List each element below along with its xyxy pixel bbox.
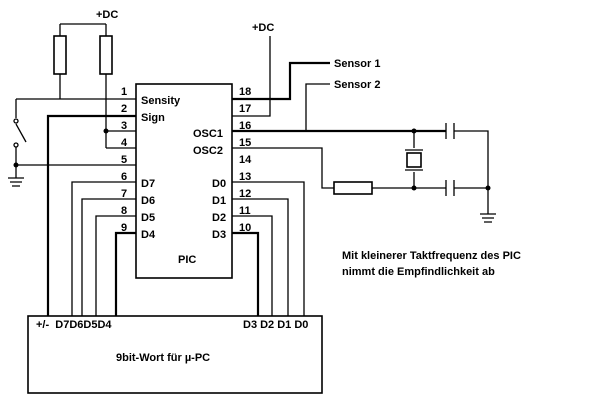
wire-pin12 <box>232 198 289 316</box>
label-osc2: OSC2 <box>193 145 223 157</box>
pin-num-13: 13 <box>239 171 251 183</box>
wire-cap-top-ground <box>454 130 489 214</box>
pin-num-9: 9 <box>121 222 127 234</box>
note-line-1: Mit kleinerer Taktfrequenz des PIC <box>342 250 521 262</box>
wire-osc2 <box>232 147 334 189</box>
switch-blade <box>15 123 27 143</box>
label-d4: D4 <box>141 229 156 241</box>
label-d5: D5 <box>141 212 155 224</box>
pic-chip <box>135 83 233 279</box>
wire-pin6 <box>71 181 136 316</box>
wire-pin7 <box>81 198 136 316</box>
wire-pin13 <box>232 181 305 316</box>
output-label: 9bit-Wort für µ-PC <box>116 352 210 364</box>
wire-pin9 <box>114 231 136 316</box>
label-osc1: OSC1 <box>193 128 223 140</box>
resistor-osc <box>333 181 373 195</box>
label-d7: D7 <box>141 178 155 190</box>
pin-num-16: 16 <box>239 120 251 132</box>
pin-num-15: 15 <box>239 137 251 149</box>
pin-num-4: 4 <box>121 137 128 149</box>
capacitor-top <box>445 123 455 139</box>
pin-num-6: 6 <box>121 171 127 183</box>
wire-pin17-supply <box>232 36 271 117</box>
label-sensity: Sensity <box>141 95 181 107</box>
switch-contact-bottom <box>13 142 19 148</box>
pin-num-18: 18 <box>239 86 251 98</box>
wire-pin11 <box>232 215 273 316</box>
sensor1-label: Sensor 1 <box>334 58 380 70</box>
wire-pin8 <box>95 215 136 316</box>
crystal-plates <box>405 149 423 171</box>
label-d2: D2 <box>212 212 226 224</box>
supply-label-right: +DC <box>252 22 274 34</box>
pin-num-3: 3 <box>121 120 127 132</box>
pin-num-8: 8 <box>121 205 127 217</box>
pin-num-1: 1 <box>121 86 127 98</box>
wire-pin10 <box>232 231 260 316</box>
note-line-2: nimmt die Empfindlichkeit ab <box>342 266 495 278</box>
pin-num-12: 12 <box>239 188 251 200</box>
resistor-1 <box>53 35 67 75</box>
output-right-pins: D3 D2 D1 D0 <box>243 319 308 331</box>
sensor2-label: Sensor 2 <box>334 79 380 91</box>
ground-left <box>8 177 24 187</box>
label-sign: Sign <box>141 112 165 124</box>
output-left-pins: +/- D7D6D5D4 <box>36 319 112 331</box>
switch-contact-top <box>13 118 19 124</box>
supply-label-left: +DC <box>96 9 118 21</box>
label-d6: D6 <box>141 195 155 207</box>
ground-right <box>480 213 496 223</box>
label-d1: D1 <box>212 195 226 207</box>
label-d3: D3 <box>212 229 226 241</box>
pin-num-11: 11 <box>239 205 251 217</box>
resistor-2 <box>99 35 113 75</box>
capacitor-bottom <box>445 180 455 196</box>
pin-num-7: 7 <box>121 188 127 200</box>
pin-num-14: 14 <box>239 154 252 166</box>
pin-num-5: 5 <box>121 154 127 166</box>
junction-ground-right <box>485 185 491 191</box>
wire-sign <box>46 114 136 316</box>
pin-num-10: 10 <box>239 222 251 234</box>
pic-label: PIC <box>178 254 196 266</box>
output-box <box>27 315 323 394</box>
supply-drops <box>59 24 107 36</box>
wire-sensor1 <box>232 61 330 101</box>
crystal <box>406 152 422 168</box>
label-d0: D0 <box>212 178 226 190</box>
pin-num-17: 17 <box>239 103 251 115</box>
pin-num-2: 2 <box>121 103 127 115</box>
